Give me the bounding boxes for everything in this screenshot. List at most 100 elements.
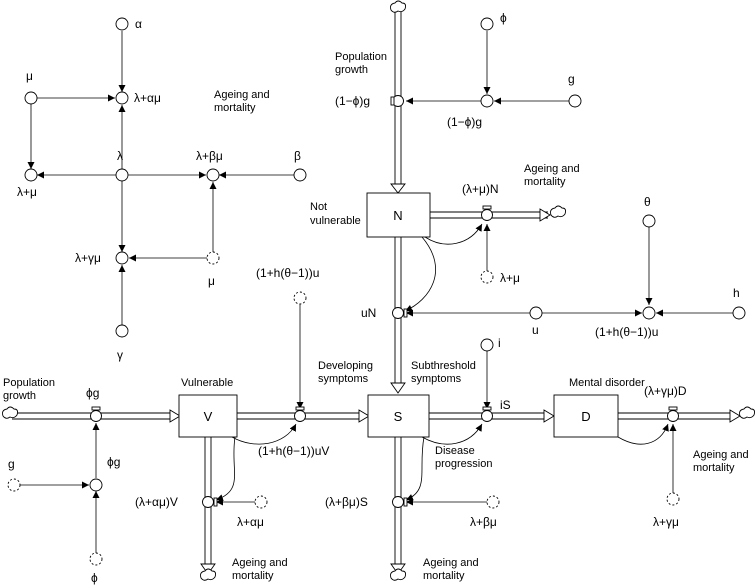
cloud-icon [739,406,756,419]
parameter-links-top-left [27,31,294,325]
label-ageing-d-1: Ageing and [693,449,749,461]
aux-h [732,306,746,320]
label-mu-ghost: μ [208,274,215,288]
aux-theta [642,214,656,228]
info-links [20,31,733,553]
label-vulnerable: Vulnerable [181,377,233,389]
label-lambda-gamma-mu-left: λ+γμ [75,251,101,265]
valve-s-outflow [392,496,408,508]
label-subthreshold-1: Subthreshold [411,360,476,372]
cloud-icon [390,0,407,13]
label-rate-lambda-beta-mu-s: (λ+βμ)S [325,495,368,509]
label-alpha: α [135,17,142,31]
aux-one-minus-phi-g [480,94,494,108]
label-lambda-beta-mu-ghost: λ+βμ [470,515,497,529]
label-disease-progression-2: progression [435,458,492,470]
aux-lambda-beta-mu-ghost [486,495,500,509]
label-rate-lambda-gamma-mu-d: (λ+γμ)D [644,384,687,398]
aux-lambda-alpha-mu [115,91,129,105]
label-disease-progression-1: Disease [435,445,475,457]
label-lambda-mu-left: λ+μ [17,185,37,199]
label-u: u [532,323,539,337]
label-h-theta-u: (1+h(θ−1))u [595,325,658,339]
label-lambda-alpha-mu: λ+αμ [134,91,161,105]
label-lambda: λ [117,149,123,163]
label-ageing-top-2: mortality [214,102,256,114]
aux-i [480,338,494,352]
label-beta: β [294,149,301,163]
label-lambda-beta-mu: λ+βμ [196,149,223,163]
aux-u [529,306,543,320]
valve-is [481,406,493,422]
aux-h-theta-u [642,306,656,320]
label-lambda-gamma-mu-ghost: λ+γμ [653,515,679,529]
valve-d-outflow [667,406,679,422]
label-ageing-v-2: mortality [232,570,274,582]
valve-population-growth-top [390,95,404,107]
aux-mu-ghost [206,251,220,265]
label-population-growth-top-1: Population [335,51,387,63]
aux-lambda-alpha-mu-ghost [254,495,268,509]
label-ageing-s-2: mortality [423,570,465,582]
label-gamma: γ [117,348,123,362]
valve-phi-g [90,406,102,422]
valves [90,95,679,508]
stock-s-label: S [394,409,403,424]
label-mu: μ [26,69,33,83]
auxiliary-nodes [7,17,746,566]
label-g: g [568,72,575,86]
label-lambda-alpha-mu-ghost: λ+αμ [237,515,264,529]
label-rate-un: uN [361,306,376,320]
label-phi-g: ϕg [107,455,120,469]
stock-d: D [553,394,619,438]
label-h-theta-u-ghost: (1+h(θ−1))u [256,266,319,280]
label-developing-symptoms-2: symptoms [318,373,369,385]
label-population-growth-left-1: Population [3,377,55,389]
aux-lambda-mu-ghost [480,270,494,284]
label-ageing-v-1: Ageing and [232,557,288,569]
label-i: i [498,336,501,350]
label-rate-is: iS [500,398,511,412]
aux-phi-ghost [89,552,103,566]
aux-lambda-gamma-mu-ghost [666,492,680,506]
stock-n-label: N [393,208,402,223]
label-phi: ϕ [500,11,507,25]
valve-un [392,307,408,319]
label-mental-disorder: Mental disorder [569,377,645,389]
label-population-growth-left-2: growth [3,390,36,402]
aux-g-ghost [7,478,21,492]
valve-n-outflow [481,205,493,221]
labels: α μ λ+αμ λ λ+βμ β λ+μ λ+γμ μ γ Ageing an… [3,11,749,585]
label-not-vulnerable-1: Not [310,201,327,213]
aux-gamma [115,324,129,338]
label-g-ghost: g [8,457,15,471]
label-h: h [733,286,740,300]
stock-v: V [178,394,238,438]
label-ageing-d-2: mortality [693,462,735,474]
aux-lambda [115,168,129,182]
cloud-icon [200,568,217,581]
aux-lambda-beta-mu [206,168,220,182]
label-not-vulnerable-2: vulnerable [310,215,361,227]
stock-v-label: V [204,409,213,424]
label-rate-lambda-alpha-mu-v: (λ+αμ)V [135,495,178,509]
label-developing-symptoms-1: Developing [318,360,373,372]
label-ageing-n-2: mortality [524,176,566,188]
aux-beta [293,168,307,182]
label-one-minus-phi-g: (1−ϕ)g [447,115,482,129]
aux-alpha [115,17,129,31]
label-ageing-n-1: Ageing and [524,163,580,175]
label-theta: θ [644,195,651,209]
aux-g [568,94,582,108]
valve-uv [294,406,306,422]
aux-phi-g [89,478,103,492]
stock-d-label: D [581,409,590,424]
aux-mu [24,91,38,105]
label-subthreshold-2: symptoms [411,373,462,385]
label-lambda-mu-ghost: λ+μ [500,271,520,285]
stock-s: S [367,394,430,438]
label-population-growth-top-2: growth [335,64,368,76]
label-phi-ghost: ϕ [91,571,98,585]
cloud-icon [2,406,19,419]
